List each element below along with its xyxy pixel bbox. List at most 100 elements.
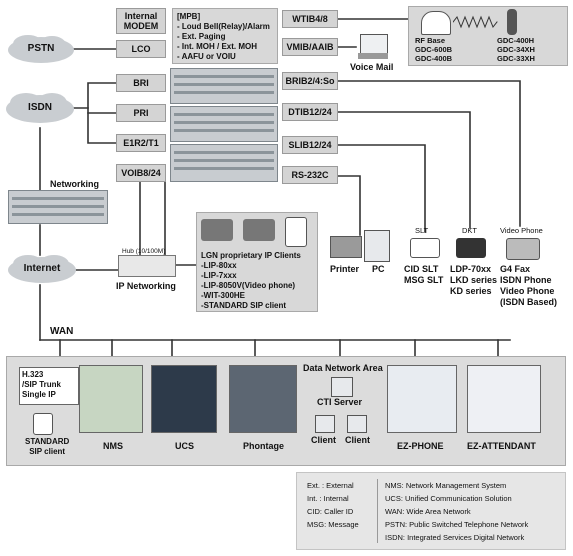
bri-label: BRI [133,78,149,88]
dtib-label: DTIB12/24 [288,107,332,117]
wifi-phone-icon [285,217,307,247]
e1r2-label: E1R2/T1 [123,138,159,148]
slt-phone-icon [410,238,440,258]
legend-item: WAN: Wide Area Network [385,507,471,516]
ip-client-item: -STANDARD SIP client [201,301,287,310]
video-tag: Video Phone [500,226,543,235]
slib-label: SLIB12/24 [288,140,332,150]
vmib-label: VMIB/AAIB [286,42,334,52]
video-item: ISDN Phone [500,275,552,285]
handset-icon [507,9,517,35]
dkt-phone-icon [456,238,486,258]
internet-cloud: Internet [6,254,78,286]
isdn-label: ISDN [28,102,52,113]
ez-attendant-screenshot [467,365,541,433]
pc-icon [364,230,390,262]
hub-label: Hub (10/100M) [122,248,166,255]
video-item: Video Phone [500,286,555,296]
ip-client-item: -WIT-300HE [201,291,246,300]
hub-device [118,255,176,277]
slt-list: CID SLT MSG SLT [404,264,443,286]
cti-server-label: CTI Server [317,397,363,407]
ip-clients-list: LGN proprietary IP Clients -LIP-80xx -LI… [201,251,301,311]
cloud-icon [6,93,74,123]
legend-item: ISDN: Integrated Services Digital Networ… [385,533,525,542]
sip-trunk-line: Single IP [22,390,56,399]
legend-item: Int. : Internal [307,494,349,503]
modem-line2: MODEM [123,21,159,31]
cloud-icon [8,255,76,283]
standard-sip-label: STANDARD SIP client [25,437,69,457]
mpb-title: [MPB] [177,12,201,21]
ip-phone-icon [201,219,233,241]
wan-clients-panel: H.323 /SIP Trunk Single IP STANDARD SIP … [6,356,566,466]
sip-phone-icon [33,413,53,435]
video-list: G4 Fax ISDN Phone Video Phone (ISDN Base… [500,264,557,308]
handset-label: GDC-400H GDC-34XH GDC-33XH [497,36,535,63]
client-label: Client [345,435,371,445]
internal-modem-box: Internal MODEM [116,8,166,34]
cloud-icon [8,35,74,63]
voice-mail-icon [358,34,388,60]
ez-phone-screenshot [387,365,457,433]
handset-line: GDC-34XH [497,45,535,54]
bri-box: BRI [116,74,166,92]
pstn-cloud: PSTN [6,34,76,66]
wtib-label: WTIB4/8 [292,14,328,24]
rf-base-line: RF Base [415,36,446,45]
printer-label: Printer [330,264,360,274]
internet-label: Internet [23,263,61,274]
ez-attendant-label: EZ-ATTENDANT [467,441,536,451]
pbx-unit-1 [170,68,278,104]
dtib-box: DTIB12/24 [282,103,338,121]
ip-client-item: -LIP-8050V(Video phone) [201,281,296,290]
client-label: Client [311,435,337,445]
pbx-unit-2 [170,106,278,142]
networking-label: Networking [50,179,100,189]
legend-item: NMS: Network Management System [385,481,507,490]
rf-base-label: RF Base GDC-600B GDC-400B [415,36,452,63]
dkt-item: LKD series [450,275,498,285]
ip-networking-label: IP Networking [116,281,176,291]
legend-item: UCS: Unified Communication Solution [385,494,512,503]
ucs-screenshot [151,365,217,433]
ip-client-item: -LIP-7xxx [201,271,237,280]
pc-label: PC [372,264,385,274]
data-network-area-label: Data Network Area [303,363,383,373]
ez-phone-label: EZ-PHONE [397,441,444,451]
legend-item: Ext. : External [307,481,354,490]
standard-sip-line: STANDARD [25,437,70,446]
rs232c-box: RS-232C [282,166,338,184]
slt-item: CID SLT [404,264,439,274]
rf-base-line: GDC-400B [415,54,453,63]
wtib-box: WTIB4/8 [282,10,338,28]
slt-tag: SLT [415,226,429,235]
cti-server-icon [331,377,353,397]
mpb-panel: [MPB] - Loud Bell(Relay)/Alarm - Ext. Pa… [172,8,278,64]
ip-phone-icon [243,219,275,241]
e1r2-box: E1R2/T1 [116,134,166,152]
voice-mail-label: Voice Mail [350,62,394,72]
rf-base-icon [421,11,451,35]
modem-line1: Internal [124,11,158,21]
pbx-chassis [170,68,278,182]
wireless-panel: RF Base GDC-600B GDC-400B GDC-400H GDC-3… [408,6,568,66]
legend-left: Ext. : External Int. : Internal CID: Cal… [307,479,359,531]
pri-label: PRI [133,108,149,118]
legend-right: NMS: Network Management System UCS: Unif… [385,479,528,544]
video-item: G4 Fax [500,264,531,274]
sip-trunk-line: H.323 [22,370,44,379]
voib-box: VOIB8/24 [116,164,166,182]
wave-icon [453,15,498,29]
isdn-cloud: ISDN [4,92,76,126]
slib-box: SLIB12/24 [282,136,338,154]
vmib-box: VMIB/AAIB [282,38,338,56]
mpb-item: - Loud Bell(Relay)/Alarm [177,22,270,31]
dkt-tag: DKT [462,226,477,235]
legend-item: CID: Caller ID [307,507,354,516]
dkt-item: KD series [450,286,492,296]
dkt-item: LDP-70xx [450,264,492,274]
nms-label: NMS [103,441,123,451]
pbx-unit-3 [170,144,278,182]
ucs-label: UCS [175,441,195,451]
